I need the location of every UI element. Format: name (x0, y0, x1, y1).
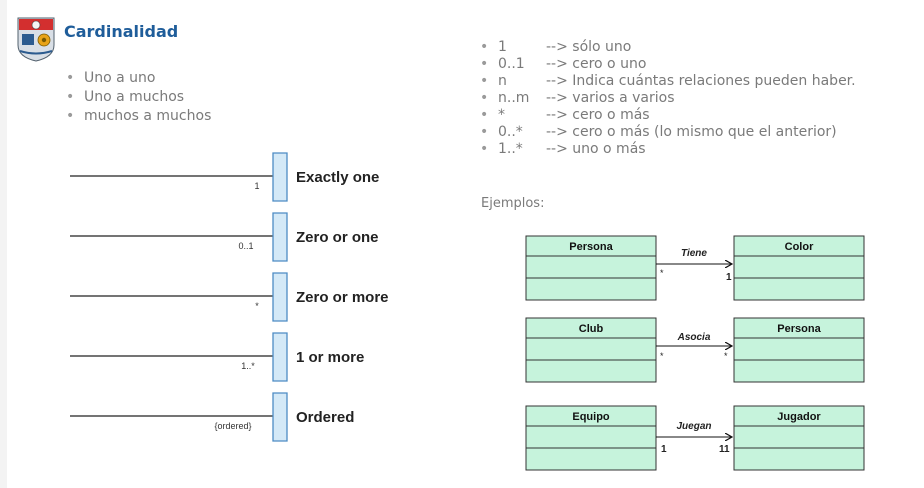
uml-example-club-persona: Club Asocia * * Persona (525, 317, 865, 383)
notation-label: Exactly one (296, 169, 379, 186)
uml-class-name: Color (785, 241, 814, 253)
multiplicity-legend-list: 1 --> sólo uno 0..1 --> cero o uno n --> In… (480, 39, 856, 158)
list-item: 0..1 --> cero o uno (480, 56, 856, 73)
uml-class-name: Club (579, 323, 604, 335)
association-label: Juegan (676, 421, 711, 432)
uml-class-box: Jugador (733, 405, 865, 471)
uml-class-box: Color (733, 235, 865, 301)
uml-class-box: Club (525, 317, 657, 383)
multiplicity-label: {ordered} (214, 421, 251, 431)
multiplicity-label: * (724, 351, 728, 361)
association-label: Asocia (677, 332, 711, 343)
list-item: 0..* --> cero o más (lo mismo que el ante… (480, 124, 856, 141)
multiplicity-symbol: n (498, 73, 507, 89)
notation-label: Zero or one (296, 229, 379, 246)
multiplicity-symbol: 1..* (498, 141, 523, 157)
multiplicity-symbol: n..m (498, 90, 530, 106)
multiplicity-notation-diagram: 1 Exactly one 0..1 Zero or one * Zero or… (70, 152, 389, 442)
espol-shield-logo-icon (17, 17, 55, 62)
notation-row-exactly-one: 1 Exactly one (70, 152, 379, 202)
multiplicity-description: --> cero o uno (546, 56, 647, 72)
notation-row-ordered: {ordered} Ordered (70, 392, 354, 442)
multiplicity-description: --> cero o más (lo mismo que el anterior… (546, 124, 837, 140)
uml-example-equipo-jugador: Equipo Juegan 1 11 Jugador (525, 405, 865, 471)
list-item: Uno a muchos (66, 88, 211, 107)
multiplicity-description: --> Indica cuántas relaciones pueden hab… (546, 73, 856, 89)
multiplicity-label: * (660, 268, 664, 278)
multiplicity-label: * (660, 351, 664, 361)
multiplicity-label: 1..* (241, 361, 255, 371)
uml-class-box: Persona (525, 235, 657, 301)
multiplicity-label: 1 (661, 444, 667, 455)
list-item: muchos a muchos (66, 107, 211, 126)
left-margin-bar (0, 0, 7, 488)
multiplicity-description: --> cero o más (546, 107, 650, 123)
multiplicity-symbol: 0..* (498, 124, 523, 140)
multiplicity-label: 0..1 (238, 241, 253, 251)
multiplicity-label: 11 (719, 444, 730, 455)
notation-label: Zero or more (296, 289, 389, 306)
multiplicity-description: --> uno o más (546, 141, 646, 157)
list-item: 1 --> sólo uno (480, 39, 856, 56)
multiplicity-symbol: * (498, 107, 505, 123)
uml-class-name: Persona (569, 241, 613, 253)
list-item: 1..* --> uno o más (480, 141, 856, 158)
cardinality-types-list: Uno a uno Uno a muchos muchos a muchos (66, 69, 211, 126)
multiplicity-label: * (255, 301, 259, 311)
multiplicity-label: 1 (726, 272, 732, 283)
uml-class-name: Equipo (572, 411, 610, 423)
uml-class-box: Persona (733, 317, 865, 383)
association-label: Tiene (681, 248, 707, 259)
notation-row-zero-or-more: * Zero or more (70, 272, 389, 322)
multiplicity-symbol: 0..1 (498, 56, 525, 72)
notation-row-one-or-more: 1..* 1 or more (70, 332, 364, 382)
notation-label: Ordered (296, 409, 354, 426)
notation-row-zero-or-one: 0..1 Zero or one (70, 212, 379, 262)
slide-title: Cardinalidad (64, 22, 179, 41)
multiplicity-description: --> sólo uno (546, 39, 632, 55)
list-item: n --> Indica cuántas relaciones pueden ha… (480, 73, 856, 90)
multiplicity-symbol: 1 (498, 39, 507, 55)
examples-heading: Ejemplos: (481, 196, 545, 211)
uml-class-name: Jugador (777, 411, 821, 423)
list-item: n..m --> varios a varios (480, 90, 856, 107)
multiplicity-label: 1 (254, 181, 259, 191)
list-item: * --> cero o más (480, 107, 856, 124)
list-item: Uno a uno (66, 69, 211, 88)
uml-example-persona-color: Persona Tiene * 1 Color (525, 235, 865, 301)
notation-label: 1 or more (296, 349, 364, 366)
uml-class-box: Equipo (525, 405, 657, 471)
uml-class-name: Persona (777, 323, 821, 335)
uml-examples-diagram: Persona Tiene * 1 Color Club Asocia * * … (525, 235, 865, 471)
multiplicity-description: --> varios a varios (546, 90, 675, 106)
